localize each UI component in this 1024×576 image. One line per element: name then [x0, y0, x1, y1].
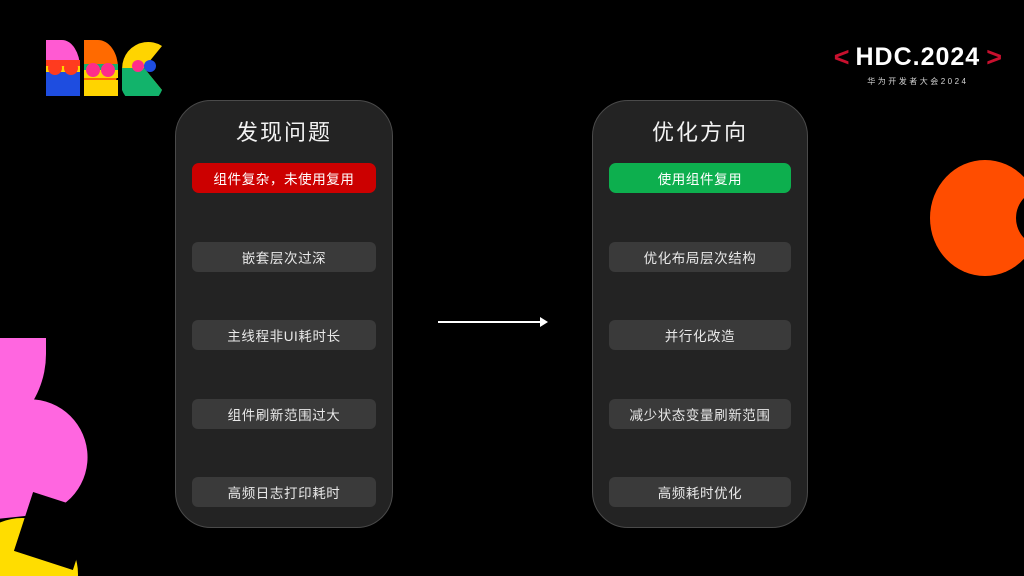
- panel-problems: 发现问题 组件复杂，未使用复用 嵌套层次过深 主线程非UI耗时长 组件刷新范围过…: [175, 100, 393, 528]
- panel-optimizations: 优化方向 使用组件复用 优化布局层次结构 并行化改造 减少状态变量刷新范围 高频…: [592, 100, 808, 528]
- orange-notched-circle-icon: [930, 160, 1024, 276]
- panel-problems-title: 发现问题: [235, 120, 332, 145]
- list-item[interactable]: 高频日志打印耗时: [192, 477, 376, 507]
- pink-petal-upper-icon: [0, 338, 46, 446]
- bracket-right-icon: >: [986, 42, 1002, 72]
- list-item[interactable]: 高频耗时优化: [609, 477, 791, 507]
- bracket-left-icon: <: [833, 42, 850, 72]
- panel-problems-items: 组件复杂，未使用复用 嵌套层次过深 主线程非UI耗时长 组件刷新范围过大 高频日…: [176, 147, 392, 527]
- list-item[interactable]: 组件复杂，未使用复用: [192, 163, 376, 193]
- list-item[interactable]: 并行化改造: [609, 320, 791, 350]
- hdc-logo-icon: [46, 40, 162, 96]
- panel-optimizations-items: 使用组件复用 优化布局层次结构 并行化改造 减少状态变量刷新范围 高频耗时优化: [593, 147, 807, 527]
- pink-petal-lower-icon: [0, 393, 94, 524]
- list-item[interactable]: 减少状态变量刷新范围: [609, 398, 791, 429]
- arrow-right-icon: [438, 316, 548, 328]
- yellow-wedge-notch-icon: [13, 491, 93, 571]
- yellow-wedge-icon: [0, 518, 78, 576]
- hdc-wordmark-subtitle: 华为开发者大会2024: [867, 77, 969, 86]
- list-item[interactable]: 嵌套层次过深: [192, 241, 376, 272]
- list-item[interactable]: 主线程非UI耗时长: [192, 320, 376, 350]
- panel-optimizations-title: 优化方向: [651, 120, 748, 145]
- list-item[interactable]: 使用组件复用: [609, 163, 791, 193]
- hdc-wordmark-text: HDC.2024: [855, 43, 981, 71]
- hdc-wordmark: < HDC.2024 > 华为开发者大会2024: [834, 44, 1002, 86]
- list-item[interactable]: 优化布局层次结构: [609, 241, 791, 272]
- list-item[interactable]: 组件刷新范围过大: [192, 398, 376, 429]
